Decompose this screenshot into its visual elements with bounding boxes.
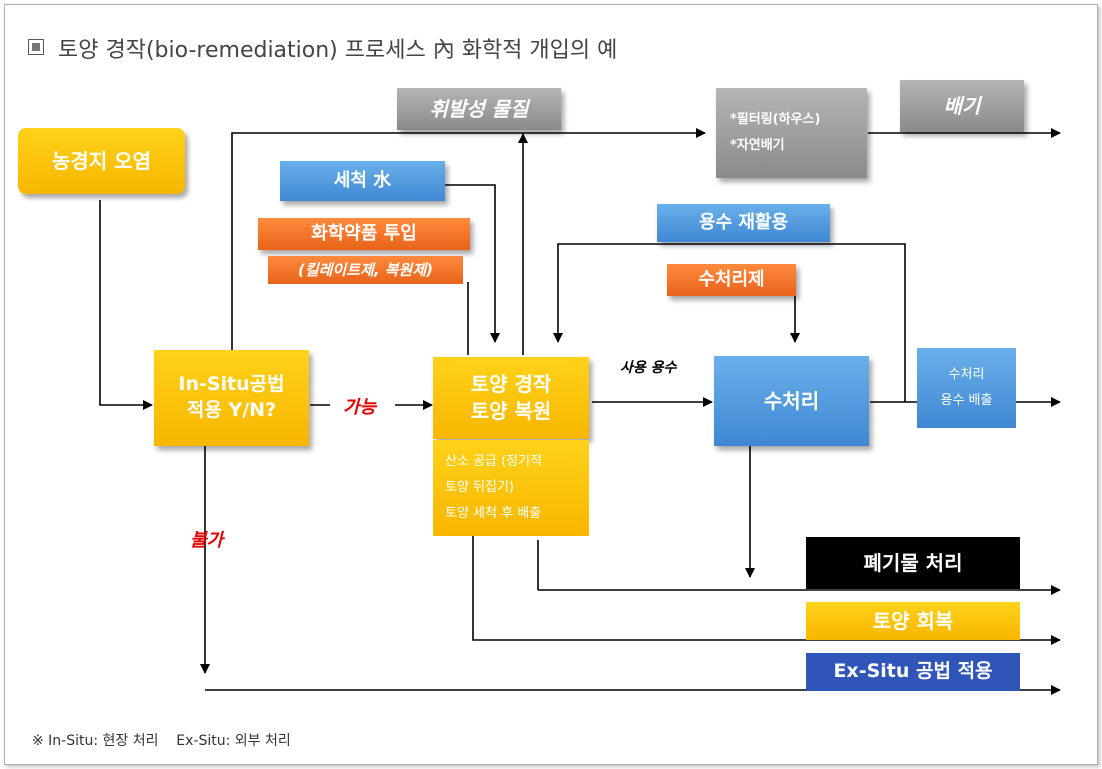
page-title-text: 토양 경작(bio-remediation) 프로세스 內 화학적 개입의 예	[58, 38, 618, 63]
node-water-discharge: 수처리 용수 배출	[917, 348, 1016, 428]
node-volatile: 휘발성 물질	[397, 88, 561, 130]
node-water-treatment: 수처리	[714, 356, 869, 446]
node-filtering: *필터링(하우스) *자연배기	[716, 88, 867, 178]
node-water-recycle: 용수 재활용	[657, 204, 830, 242]
node-contamination: 농경지 오염	[18, 128, 185, 194]
node-chelate: (킬레이트제, 복원제)	[268, 256, 463, 284]
node-chemical-input: 화학약품 투입	[258, 218, 470, 250]
node-tillage: 토양 경작 토양 복원	[433, 357, 589, 439]
node-water-agent: 수처리제	[667, 264, 796, 296]
node-waste: 폐기물 처리	[806, 537, 1020, 589]
node-soil-recovery: 토양 회복	[806, 602, 1020, 640]
node-insitu-decision: In-Situ공법 적용 Y/N?	[154, 350, 309, 446]
footnote: ※ In-Situ: 현장 처리 Ex-Situ: 외부 처리	[32, 733, 291, 749]
label-used-water: 사용 용수	[620, 360, 677, 376]
page-title: 토양 경작(bio-remediation) 프로세스 內 화학적 개입의 예	[28, 32, 617, 64]
node-wash-water: 세척 水	[280, 161, 445, 201]
label-possible: 가능	[343, 397, 377, 418]
node-exhaust: 배기	[900, 80, 1024, 132]
node-tillage-detail: 산소 공급 (정기적 토양 뒤집기) 토양 세척 후 배출	[433, 440, 589, 536]
square-bullet-icon	[28, 39, 44, 55]
label-impossible: 불가	[190, 530, 224, 551]
node-exsitu: Ex-Situ 공법 적용	[806, 653, 1020, 691]
